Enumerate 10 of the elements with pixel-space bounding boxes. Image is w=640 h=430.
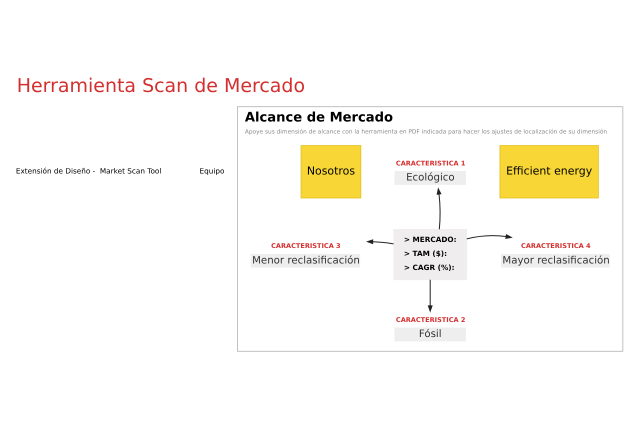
node-box: Efficient energy	[500, 144, 599, 198]
node-box: > MERCADO: > TAM ($): > CAGR (%):	[393, 228, 468, 280]
arrow	[466, 234, 513, 239]
diagram-title: Herramienta Scan de Mercado	[16, 74, 306, 97]
label: Equipo	[200, 166, 224, 176]
arrow	[428, 279, 433, 312]
label: Extensión de Diseño - Market Scan Tool	[16, 166, 162, 176]
arrow	[366, 238, 394, 244]
node-box: Nosotros	[300, 144, 362, 198]
arrow	[436, 186, 442, 229]
